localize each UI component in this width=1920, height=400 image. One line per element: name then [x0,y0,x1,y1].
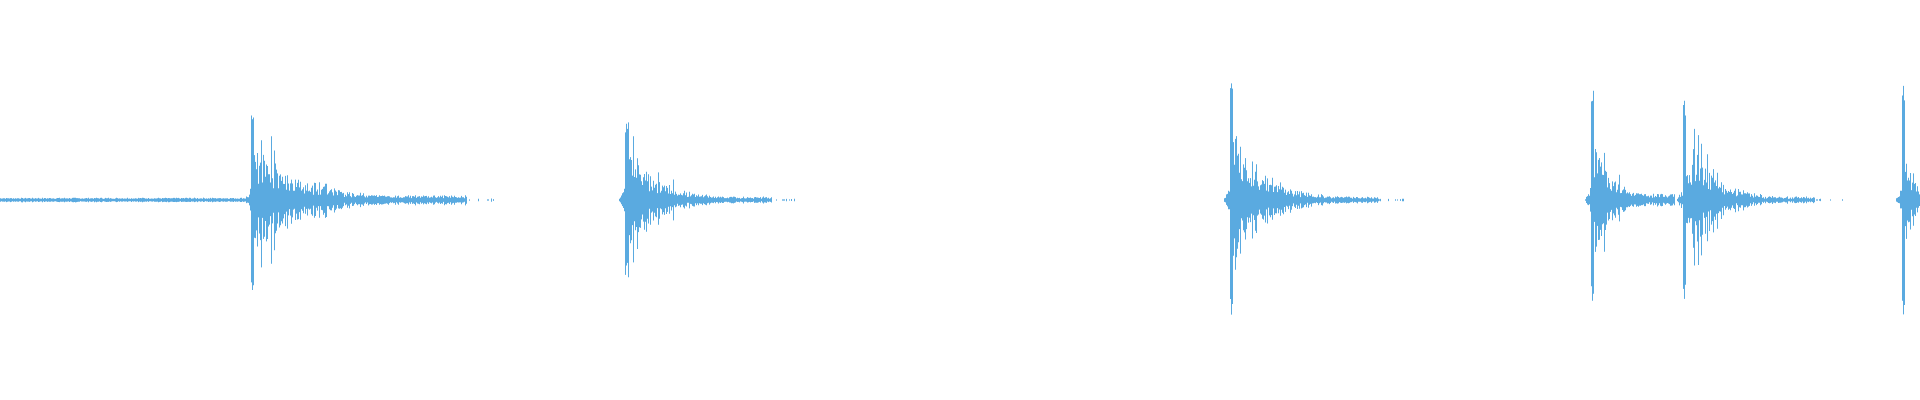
waveform-signal [0,83,1920,315]
waveform-layer [0,83,1920,315]
